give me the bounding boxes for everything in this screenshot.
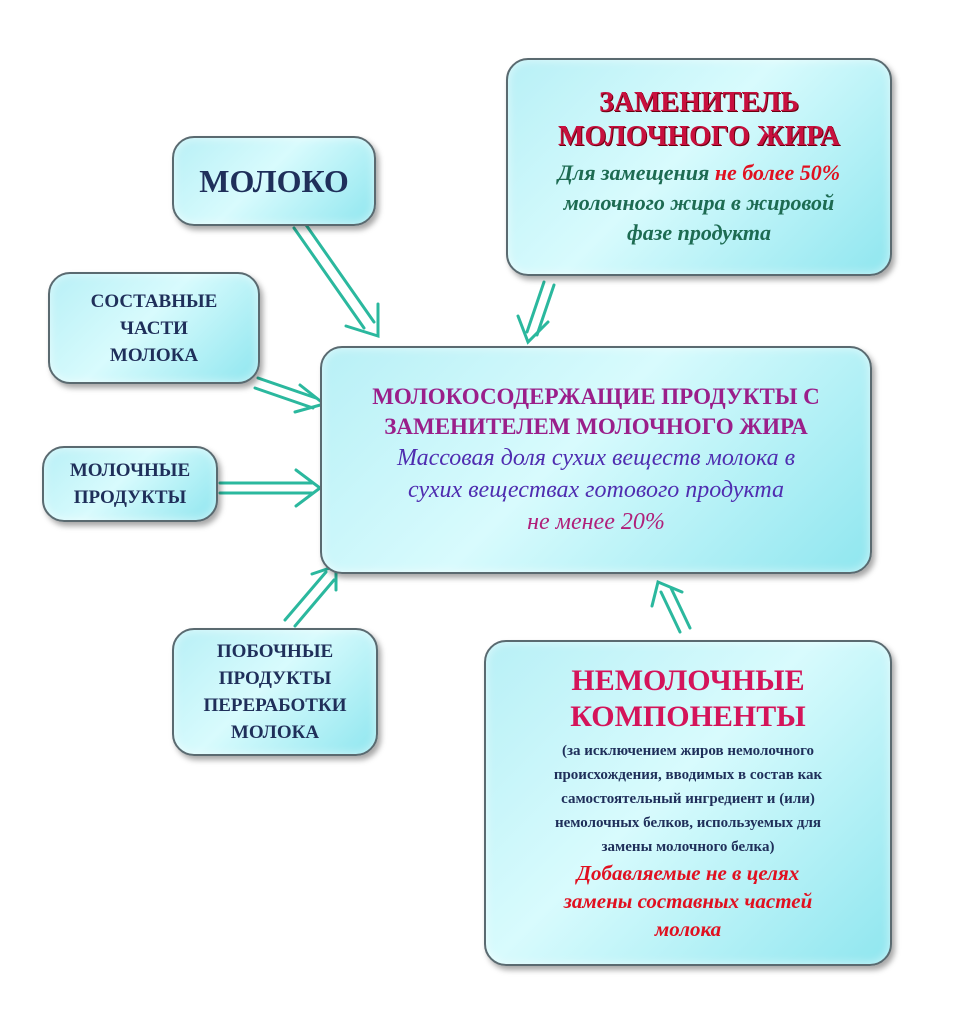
arrow-nondairy [650,579,692,634]
label-line: ЧАСТИ [120,317,188,339]
label-line: СОСТАВНЫЕ [90,290,218,312]
label-line: МОЛОКА [109,344,199,366]
nondairy-note: замены молочного белка) [601,839,775,855]
nondairy-title: НЕМОЛОЧНЫЕ [571,664,805,697]
fat-substitute-title: МОЛОЧНОГО ЖИРА [558,121,840,152]
center-desc: Массовая доля сухих веществ молока в [396,445,796,471]
label-line: ПРОДУКТЫ [73,487,187,508]
fat-substitute-title: ЗАМЕНИТЕЛЬ [598,87,800,118]
center-limit: не менее 20% [527,509,665,535]
nondairy-note: происхождения, вводимых в состав как [553,767,823,783]
arrow-milk [292,220,380,339]
label-line: ПРОДУКТЫ [218,668,332,689]
arrow-dairy-products [218,468,323,508]
center-title: МОЛОКОСОДЕРЖАЩИЕ ПРОДУКТЫ С [372,384,820,409]
nondairy-purpose: замены составных частей [563,889,813,913]
nondairy-purpose: Добавляемые не в целях [576,861,800,885]
label-line: МОЛОЧНЫЕ [69,460,191,481]
fat-substitute-limit: не более 50% [714,160,841,185]
fat-substitute-text: фазе продукта [627,220,771,245]
nondairy-note: самостоятельный ингредиент и (или) [561,791,815,807]
nondairy-note: немолочных белков, используемых для [554,815,822,831]
arrow-byproducts [283,563,338,628]
dairy-products-box: МОЛОЧНЫЕ ПРОДУКТЫ [42,446,218,522]
nondairy-note: (за исключением жиров немолочного [561,743,815,759]
arrow-milk-parts [253,376,328,414]
fat-substitute-text: молочного жира в жировой [563,190,835,215]
center-desc: сухих веществах готового продукта [408,477,784,503]
nondairy-title: КОМПОНЕНТЫ [570,700,806,733]
milk-box: МОЛОКО [172,136,376,226]
milk-parts-box: СОСТАВНЫЕ ЧАСТИ МОЛОКА [48,272,260,384]
arrow-fat-substitute [516,280,556,345]
label-line: ПОБОЧНЫЕ [216,641,334,662]
center-box: МОЛОКОСОДЕРЖАЩИЕ ПРОДУКТЫ С ЗАМЕНИТЕЛЕМ … [320,346,872,574]
label-line: МОЛОКА [230,722,320,743]
fat-substitute-text: Для замещения [557,160,715,185]
fat-substitute-box: ЗАМЕНИТЕЛЬ МОЛОЧНОГО ЖИРА Для замещения … [506,58,892,276]
label-line: ПЕРЕРАБОТКИ [203,695,347,716]
milk-label: МОЛОКО [199,162,349,199]
byproducts-box: ПОБОЧНЫЕ ПРОДУКТЫ ПЕРЕРАБОТКИ МОЛОКА [172,628,378,756]
center-title: ЗАМЕНИТЕЛЕМ МОЛОЧНОГО ЖИРА [384,414,808,439]
nondairy-purpose: молока [654,917,722,941]
nondairy-box: НЕМОЛОЧНЫЕ КОМПОНЕНТЫ (за исключением жи… [484,640,892,966]
